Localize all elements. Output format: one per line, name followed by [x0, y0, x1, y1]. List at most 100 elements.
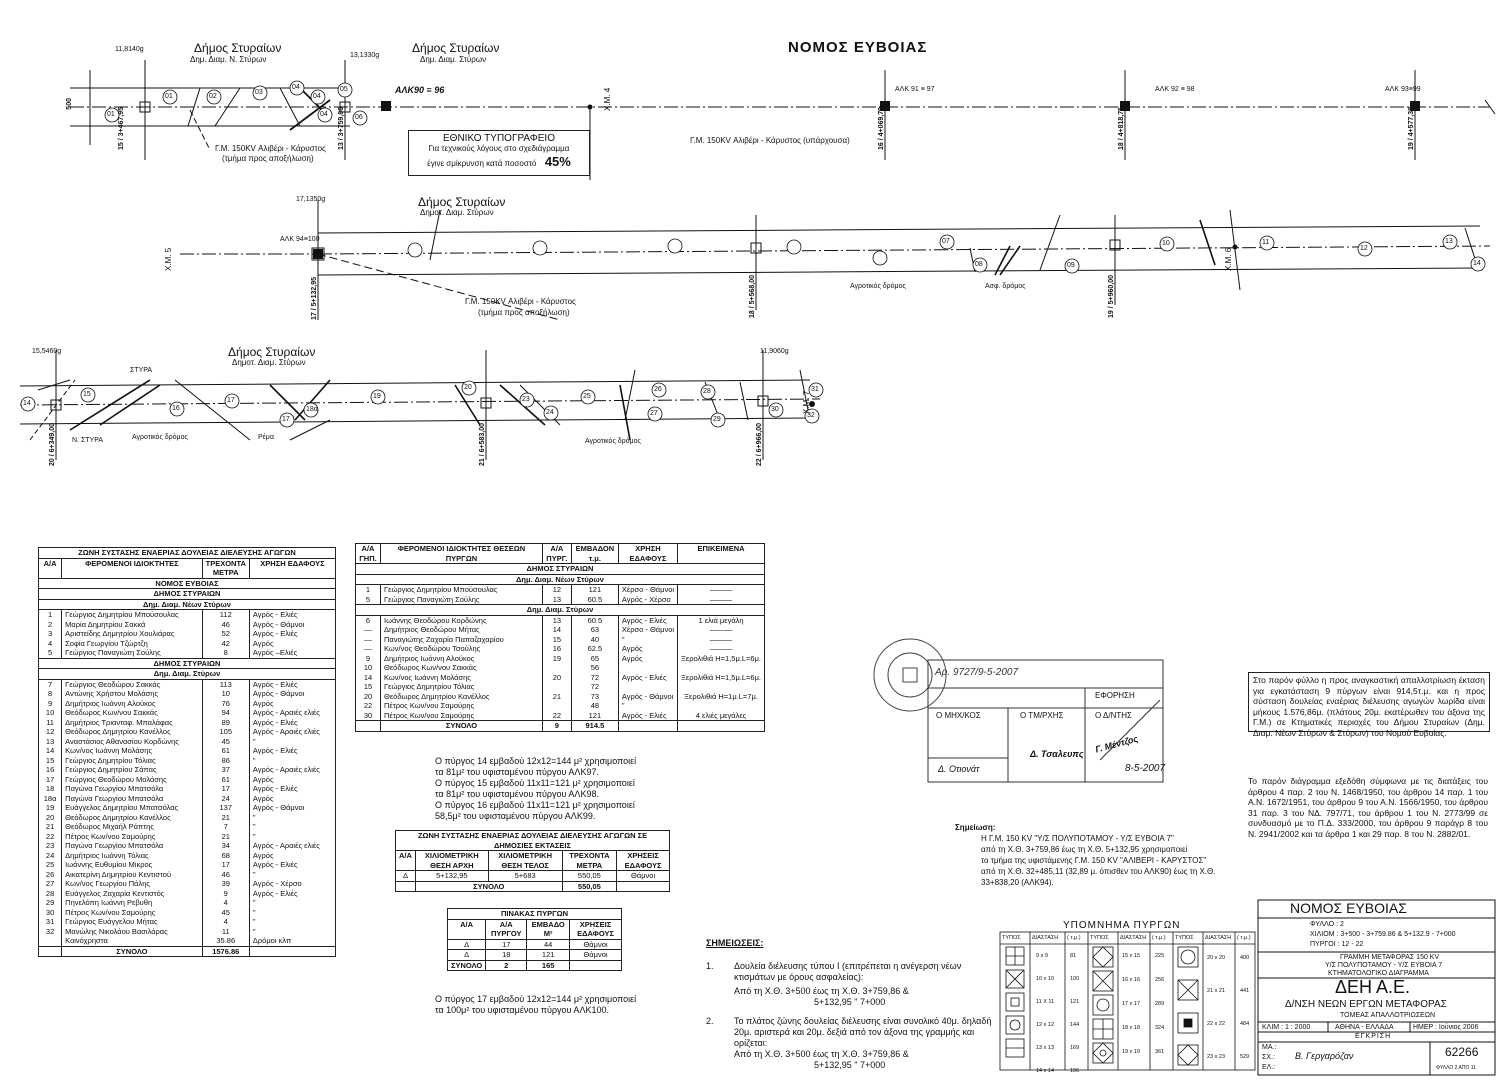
cell: 4: [201, 917, 250, 927]
cell: 25: [37, 860, 63, 870]
zone-table-title: ΖΩΝΗ ΣΥΣΤΑΣΗΣ ΕΝΑΕΡΙΑΣ ΔΟΥΛΕΙΑΣ ΔΙΕΛΕΥΣΗ…: [38, 547, 336, 559]
cell: 42: [201, 638, 250, 648]
tower-label: ΑΛΚ 91 ≡ 97: [895, 86, 935, 93]
cell: ": [248, 812, 337, 822]
stamp-signature: Δ. Οτιονάτ: [938, 764, 980, 774]
parcel-number: 17: [227, 397, 235, 404]
section-label: Δημ. Διαμ. Στύρων: [355, 604, 765, 616]
legend-area: 169: [1070, 1045, 1080, 1051]
cell: ΣΥΝΟΛΟ: [380, 720, 543, 732]
col-header: ΧΡΗΣΕΙΣ ΕΔΑΦΟΥΣ: [569, 918, 622, 940]
tb-el: ΕΛ.:: [1262, 1064, 1276, 1071]
chainage-label: 17 / 5+132,95: [311, 276, 318, 320]
cell: ": [248, 822, 337, 832]
cell: Δημήτριος Ιωάννη Αλούκος: [61, 698, 203, 708]
col-header: ΕΜΒΑΔΟ Μ²: [526, 918, 571, 940]
cell: 6: [355, 615, 381, 625]
cell: Γεώργιος Ευάγγελου Μήτας: [61, 917, 203, 927]
note-text: Από τη Χ.Θ. 3+500 έως τη Χ.Θ. 3+759,86 &: [734, 986, 909, 996]
cell: Θεόδωρος Δημητρίου Κανέλλος: [380, 691, 543, 701]
legend-dim: 15 x 15: [1122, 953, 1141, 959]
cell: Χέρσο - Θάμνοι: [617, 584, 679, 595]
parcel-number: 04: [292, 84, 300, 91]
cell: 46: [201, 869, 250, 879]
cell: 11: [201, 926, 250, 936]
notice-line: έγινε σμίκρυνση κατά ποσοστό: [427, 159, 537, 168]
parcel-number: 17: [282, 416, 290, 423]
legend-dim: 17 x 17: [1122, 1001, 1141, 1007]
municipality-label-3: Δήμος Στυραίων: [418, 195, 506, 209]
parcel-number: 04: [313, 93, 321, 100]
parcel-number: 16: [172, 405, 180, 412]
notice-line: Για τεχνικούς λόγους στο σχεδιάγραμμα: [428, 144, 570, 153]
cell: Παγώνα Γεωργίου Μπατσόλα: [61, 841, 203, 851]
col-header: Α/Α ΓΗΠ.: [355, 543, 381, 564]
col-header: ΤΡΕΧΟΝΤΑ ΜΕΤΡΑ: [201, 557, 250, 579]
cell: 9: [355, 653, 381, 663]
legend-dim: 14 x 14: [1036, 1068, 1055, 1074]
pyrgon-table-title: ΠΙΝΑΚΑΣ ΠΥΡΓΩΝ: [447, 908, 622, 920]
cell: Αγρός: [248, 774, 337, 784]
zone-table: ΖΩΝΗ ΣΥΣΤΑΣΗΣ ΕΝΑΕΡΙΑΣ ΔΟΥΛΕΙΑΣ ΔΙΕΛΕΥΣΗ…: [37, 547, 337, 957]
cell: 23: [37, 841, 63, 851]
tower-notes-top: Ο πύργος 14 εμβαδού 12x12=144 μ² χρησιμο…: [435, 756, 636, 822]
cell: [37, 936, 63, 946]
stamp-ephor: ΕΦΟΡΗΣΗ: [1095, 691, 1135, 700]
chainage-label: 18 / 5+568,00: [749, 274, 756, 318]
legend-header: ΤΥΠΟΣ: [1002, 935, 1021, 941]
cell: Αγρός - Ελιές: [617, 710, 679, 721]
cell: Κων/νος Γεωργίου Πάλης: [61, 879, 203, 889]
cell: Αγρός - Ελιές: [248, 629, 337, 639]
cell: Θεόδωρος Κων/νου Σακκάς: [380, 663, 543, 673]
cell: ": [617, 634, 679, 644]
parcel-number: 26: [654, 386, 662, 393]
cell: ": [248, 736, 337, 746]
cell: Αγρός - Θάμνοι: [617, 691, 679, 701]
cell: Δημήτριος Τριανταφ. Μπαλάφας: [61, 717, 203, 727]
cell: Αντώνης Χρήστου Μολάσης: [61, 689, 203, 699]
tower-note: Ο πύργος 16 εμβαδού 11x11=121 μ² χρησιμο…: [435, 800, 635, 810]
remark-title: Σημείωση:: [955, 823, 996, 832]
tower-notes-bottom: Ο πύργος 17 εμβαδού 12x12=144 μ² χρησιμο…: [435, 994, 636, 1016]
cell: Δ: [446, 949, 487, 961]
col-header: ΧΙΛΙΟΜΕΤΡΙΚΗ ΘΕΣΗ ΑΡΧΗ: [414, 850, 489, 871]
cell: Αγρός: [248, 850, 337, 860]
cell: 21: [201, 831, 250, 841]
road-label: Αγροτικός δρόμος: [585, 438, 641, 445]
angle-label: 13,1330g: [350, 52, 380, 59]
remark-line: το τμήμα της υφιστάμενης Γ.Μ. 150 KV "ΑΛ…: [981, 856, 1207, 865]
cell: 9: [541, 720, 572, 732]
cell: Θεόδωρος Δημητρίου Κανέλλος: [61, 727, 203, 737]
cell: 2: [485, 959, 528, 971]
cell: Μαρία Δημητρίου Σακκά: [61, 619, 203, 629]
cell: Αγρός - Θάμνοι: [248, 803, 337, 813]
cell: 14: [37, 746, 63, 756]
cell: 20: [541, 672, 572, 682]
chainage-500: 500: [66, 98, 73, 110]
tb-sheet: ΦΥΛΛΟ : 2: [1310, 921, 1344, 928]
cell: 21: [541, 691, 572, 701]
existing-line-label: Γ.Μ. 150KV Αλιβέρι - Κάρυστος (υπάρχουσα…: [690, 136, 850, 145]
col-header: Α/Α: [37, 557, 63, 579]
cell: 9: [37, 698, 63, 708]
cell: 76: [201, 698, 250, 708]
cell: 22: [355, 701, 381, 711]
cell: 165: [526, 959, 571, 971]
chainage-label: 13 / 3+759,86: [338, 106, 345, 150]
cell: 121: [570, 710, 619, 721]
cell: 18: [37, 784, 63, 794]
cell: 14: [541, 625, 572, 635]
cell: Πηνελόπη Ιωάννη Ρεβυθη: [61, 898, 203, 908]
cell: Ιωάννης Ευθυμίου Μίκρος: [61, 860, 203, 870]
cell: 44: [526, 938, 571, 950]
